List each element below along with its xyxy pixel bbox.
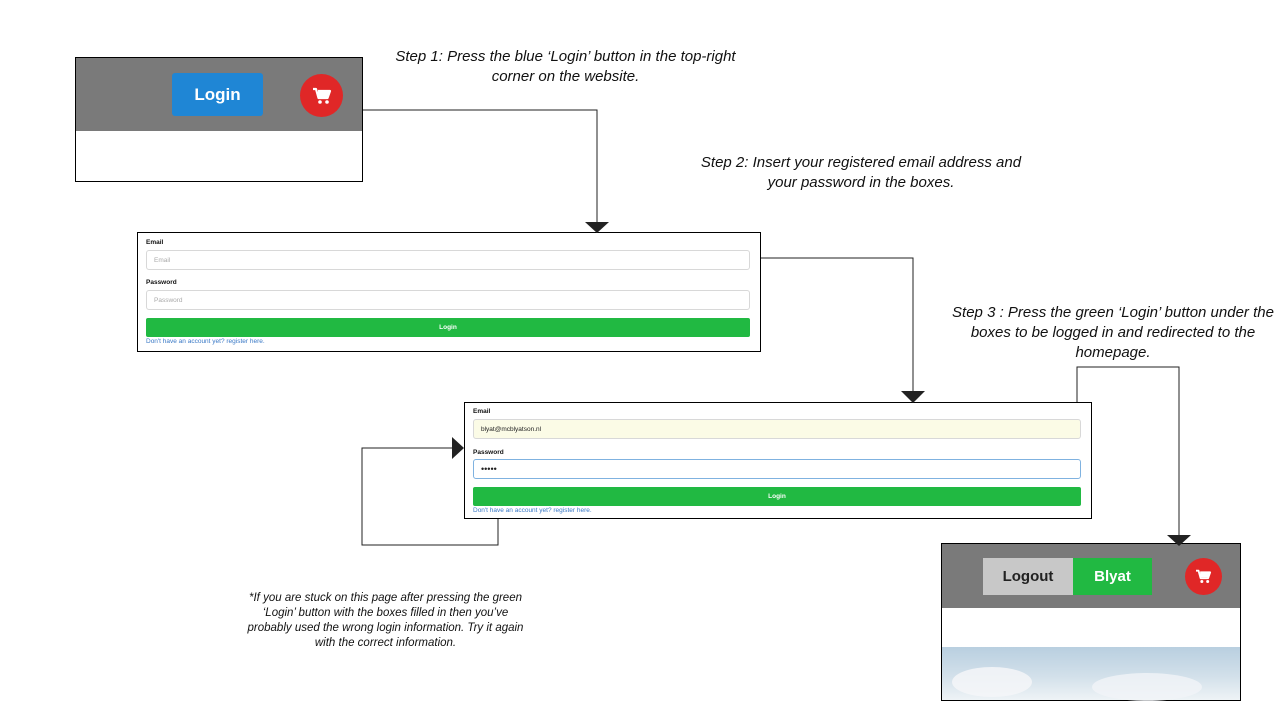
step1-note: Step 1: Press the blue ‘Login’ button in… (378, 47, 753, 87)
login-submit-button[interactable]: Login (473, 487, 1081, 506)
login-submit-button[interactable]: Login (146, 318, 750, 337)
login-button-label: Login (194, 84, 241, 104)
screen-header-after-login: Logout Blyat (941, 543, 1241, 701)
email-label: Email (473, 408, 491, 415)
logout-button[interactable]: Logout (983, 558, 1073, 595)
screen-header-before-login: Login (75, 57, 363, 182)
register-link[interactable]: Don't have an account yet? register here… (473, 507, 592, 514)
email-field[interactable]: Email (146, 250, 750, 270)
logout-label: Logout (1002, 568, 1054, 585)
password-field[interactable]: ••••• (473, 459, 1081, 479)
login-form-filled: Email blyat@mcblyatson.nl Password •••••… (464, 402, 1092, 519)
user-label: Blyat (1094, 568, 1131, 585)
email-field[interactable]: blyat@mcblyatson.nl (473, 419, 1081, 439)
email-placeholder: Email (154, 256, 171, 264)
hero-sky-image (942, 647, 1240, 701)
email-label: Email (146, 239, 164, 246)
arrow-icon (901, 391, 925, 403)
arrow-icon (1167, 535, 1191, 546)
arrow-icon (452, 437, 464, 459)
cart-button[interactable] (300, 74, 343, 117)
cloud-shape (1092, 673, 1202, 701)
user-button[interactable]: Blyat (1073, 558, 1152, 595)
step1-text: Step 1: Press the blue ‘Login’ button in… (395, 48, 736, 85)
password-label: Password (473, 449, 504, 456)
login-submit-label: Login (768, 493, 786, 500)
login-form-empty: Email Email Password Password Login Don'… (137, 232, 761, 352)
step3-text: Step 3 : Press the green ‘Login’ button … (952, 304, 1274, 361)
footnote-text: *If you are stuck on this page after pre… (247, 592, 524, 649)
step2-text: Step 2: Insert your registered email add… (700, 154, 1022, 191)
password-label: Password (146, 279, 177, 286)
cart-button[interactable] (1185, 558, 1222, 595)
login-submit-label: Login (439, 324, 457, 331)
email-value: blyat@mcblyatson.nl (481, 425, 542, 433)
step2-note: Step 2: Insert your registered email add… (700, 153, 1022, 193)
cart-icon (312, 87, 331, 104)
cart-icon (1196, 569, 1212, 583)
arrow-icon (585, 222, 609, 233)
footnote: *If you are stuck on this page after pre… (243, 591, 528, 651)
password-placeholder: Password (154, 296, 183, 304)
step3-note: Step 3 : Press the green ‘Login’ button … (950, 303, 1276, 363)
register-link[interactable]: Don't have an account yet? register here… (146, 338, 265, 345)
login-button[interactable]: Login (172, 73, 263, 116)
cloud-shape (952, 667, 1032, 697)
password-value: ••••• (481, 464, 497, 474)
password-field[interactable]: Password (146, 290, 750, 310)
